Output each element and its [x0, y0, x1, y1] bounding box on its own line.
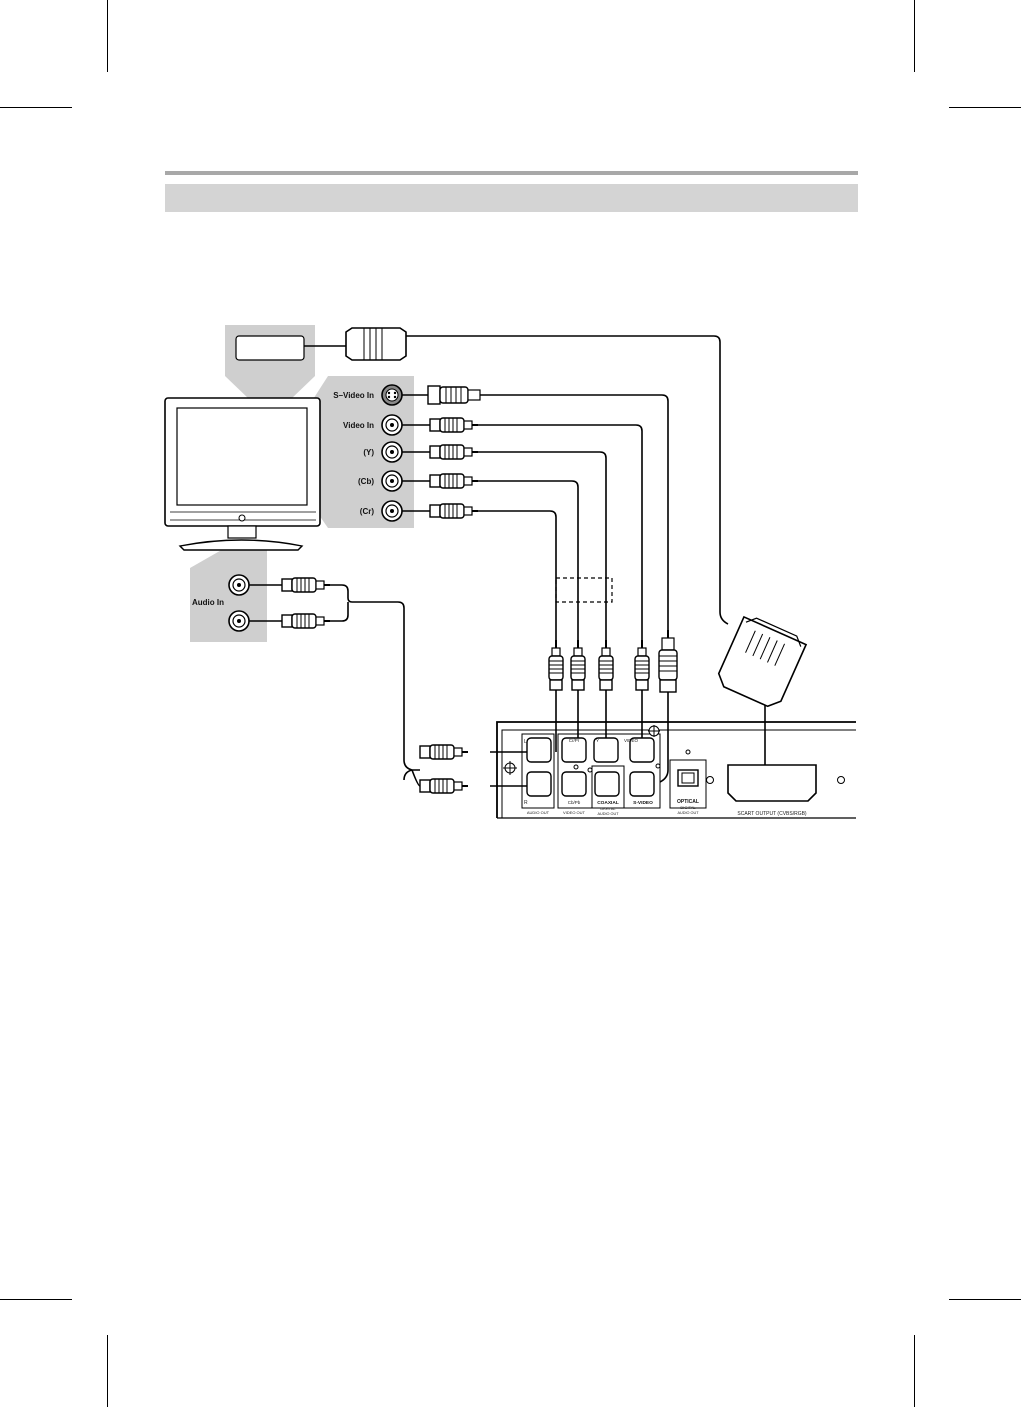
audio-plug-player-right [419, 778, 469, 794]
y-plug-player [598, 639, 614, 691]
tv-svideo-jack [381, 384, 403, 406]
player-label-y: Y [596, 738, 599, 743]
cb-plug-tv [429, 473, 479, 489]
player-label-optical-audio-out: AUDIO OUT [677, 811, 699, 815]
scart-plug-tv [345, 327, 407, 361]
player-label-svideo: S-VIDEO [633, 800, 653, 806]
label-cb-in: (Cb) [358, 477, 374, 486]
cr-plug-player [548, 639, 564, 691]
tv-set [164, 397, 321, 551]
crop-mark-top-right-v [914, 0, 915, 72]
y-plug-tv [429, 444, 479, 460]
crop-mark-bottom-left-v [107, 1335, 108, 1407]
audio-plug-tv-left [281, 577, 331, 593]
tv-y-jack [381, 441, 403, 463]
tv-cr-jack [381, 500, 403, 522]
player-label-digital2: DIGITAL [680, 805, 696, 810]
player-label-digital-audio-out: AUDIO OUT [597, 812, 619, 816]
player-label-r: R [524, 800, 528, 806]
tv-audio-panel [190, 548, 267, 642]
tv-audio-jack-right [228, 610, 250, 632]
cables [249, 335, 766, 787]
player-label-cb: Cb/Pb [568, 800, 581, 805]
component-cable-frame [555, 577, 613, 603]
player-rear-panel [496, 721, 856, 819]
player-label-digital: DIGITAL [600, 806, 616, 811]
label-y-in: (Y) [363, 448, 374, 457]
player-label-optical: OPTICAL [677, 799, 699, 805]
crop-mark-bottom-left-h [0, 1299, 72, 1300]
cb-plug-player [570, 639, 586, 691]
audio-plug-player-left [419, 744, 469, 760]
crop-mark-top-left-v [107, 0, 108, 72]
player-label-scart: SCART OUTPUT (CVBS/RGB) [737, 811, 807, 817]
cr-plug-tv [429, 503, 479, 519]
video-plug-player [634, 639, 650, 691]
tv-scart-socket [235, 335, 305, 361]
label-svideo-in: S–Video In [333, 391, 374, 400]
audio-plug-tv-right [281, 613, 331, 629]
header-rule [165, 171, 858, 175]
crop-mark-top-right-h [949, 107, 1021, 108]
crop-mark-bottom-right-v [914, 1335, 915, 1407]
crop-mark-bottom-right-h [949, 1299, 1021, 1300]
label-video-in: Video In [343, 421, 374, 430]
label-cr-in: (Cr) [360, 507, 375, 516]
player-label-coaxial: COAXIAL [597, 800, 619, 806]
player-label-video-out: VIDEO OUT [563, 810, 586, 815]
player-label-audio-out: AUDIO OUT [527, 810, 550, 815]
scart-plug-player [717, 615, 808, 708]
crop-mark-top-left-h [0, 107, 72, 108]
player-label-video: VIDEO [624, 738, 639, 743]
tv-audio-jack-left [228, 574, 250, 596]
player-label-cr: Cr/Pr [569, 738, 580, 743]
svideo-plug-player [658, 630, 678, 693]
header-bar [165, 184, 858, 212]
player-label-l: L [524, 739, 527, 745]
tv-video-jack [381, 414, 403, 436]
tv-cb-jack [381, 470, 403, 492]
video-plug-tv [429, 417, 479, 433]
svideo-plug-tv [427, 385, 481, 405]
label-audio-in: Audio In [192, 598, 224, 607]
